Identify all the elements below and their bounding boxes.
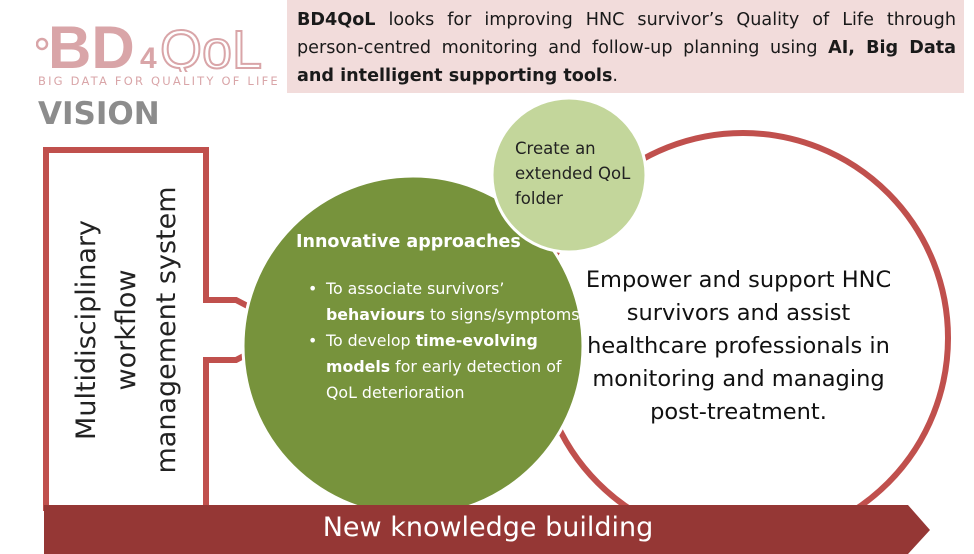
- folder-circle: [490, 96, 648, 254]
- bullet-icon: •: [308, 331, 318, 350]
- logo-tagline: BIG DATA FOR QUALITY OF LIFE: [38, 74, 280, 88]
- workflow-line-1: Multidisciplinary: [71, 220, 102, 440]
- knowledge-label: New knowledge building: [322, 512, 654, 543]
- section-title: VISION: [38, 96, 160, 132]
- bd4qol-logo: BD 4 QoL: [36, 16, 263, 72]
- knowledge-arrow: [44, 505, 930, 554]
- workflow-line-2: workflow: [111, 269, 142, 391]
- innovative-item: •To associate survivors’ behaviours to s…: [308, 276, 581, 328]
- workflow-line-3: management system: [151, 186, 182, 474]
- folder-text: Create an extended QoL folder: [515, 139, 631, 208]
- intro-end: .: [612, 66, 619, 86]
- innovative-item: •To develop time-evolving models for ear…: [308, 328, 581, 406]
- intro-box: BD4QoL looks for improving HNC survivor’…: [287, 0, 964, 93]
- logo-bd: BD: [48, 16, 135, 72]
- intro-text: looks for improving HNC survivor’s Quali…: [297, 10, 956, 58]
- empower-text: Empower and support HNC survivors and as…: [585, 267, 892, 425]
- logo-four: 4: [140, 42, 157, 72]
- innovative-title: Innovative approaches: [296, 232, 521, 252]
- workflow-label: Multidisciplinary workflow management sy…: [47, 170, 207, 490]
- logo-ring-icon: [36, 37, 49, 51]
- intro-emphasis: AI, Big Data and intelligent supporting …: [297, 38, 956, 86]
- logo-qol: QoL: [160, 20, 262, 72]
- intro-lead: BD4QoL: [297, 10, 376, 30]
- innovative-list: •To associate survivors’ behaviours to s…: [302, 276, 581, 406]
- bullet-icon: •: [308, 279, 318, 298]
